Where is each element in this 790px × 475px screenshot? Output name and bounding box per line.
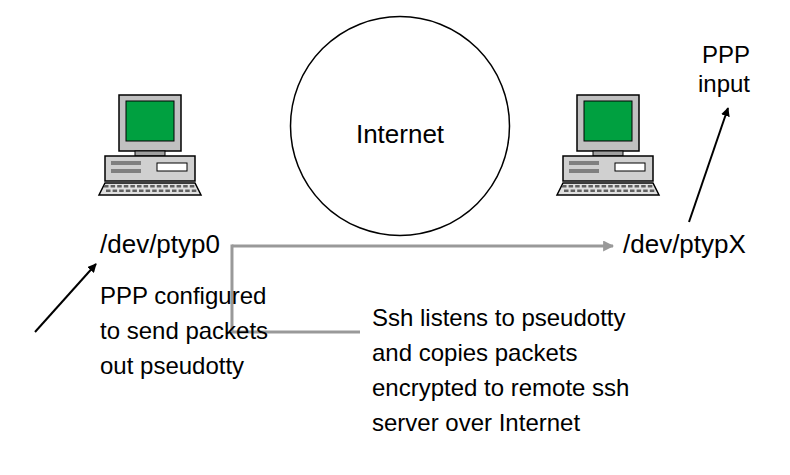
computer-icon bbox=[557, 95, 659, 195]
ppp-input-label: PPP input bbox=[668, 40, 750, 98]
internet-circle: Internet bbox=[289, 15, 511, 237]
leader-arrow bbox=[35, 264, 96, 332]
device-label: /dev/ptypX bbox=[623, 228, 746, 260]
computer-icon bbox=[99, 95, 201, 195]
device-label: /dev/ptyp0 bbox=[100, 228, 220, 260]
note-text: Ssh listens to pseudotty and copies pack… bbox=[372, 300, 668, 440]
leader-arrow bbox=[689, 108, 728, 222]
tunnel-arrow bbox=[232, 245, 613, 248]
node-title: Internet bbox=[289, 119, 511, 150]
note-text: PPP configured to send packets out pseud… bbox=[100, 278, 292, 383]
